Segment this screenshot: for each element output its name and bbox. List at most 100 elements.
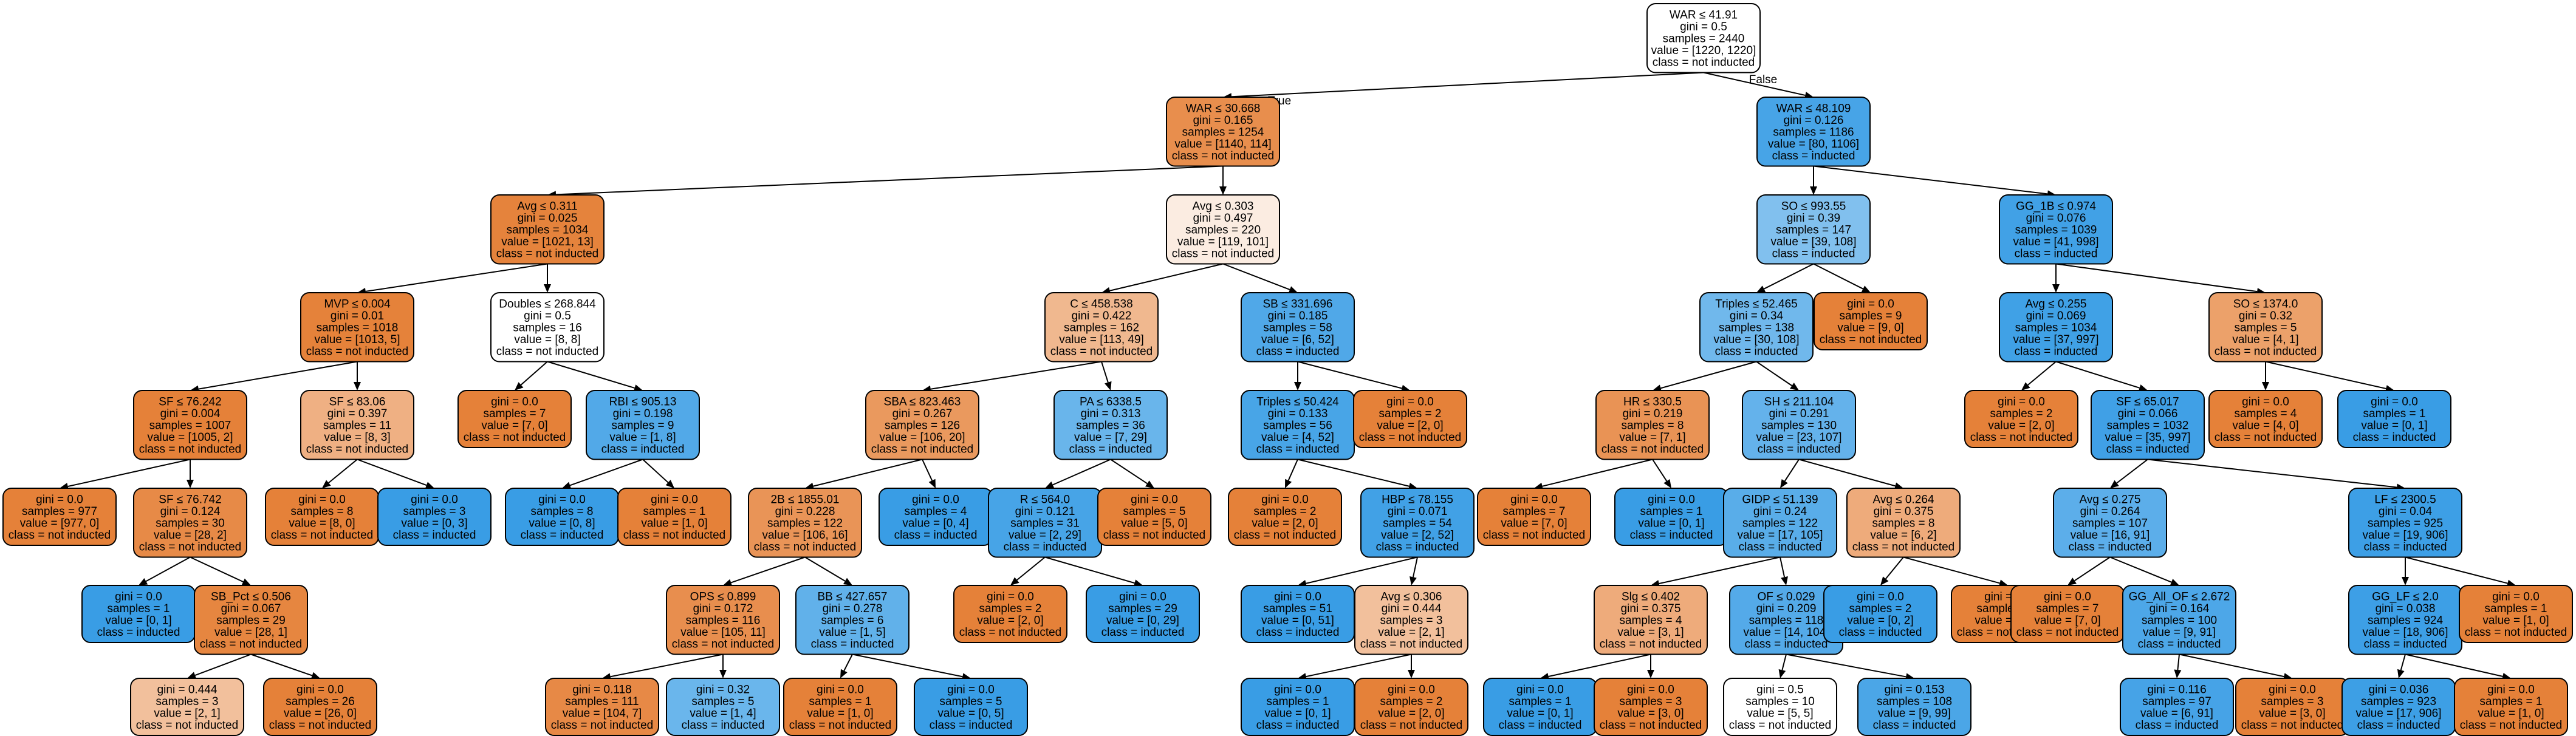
node-text-line: samples = 8 <box>1872 517 1935 530</box>
edge-arrowhead <box>1647 670 1654 678</box>
edge-arrowhead <box>2067 578 2077 585</box>
node-text-line: samples = 138 <box>1719 322 1794 335</box>
tree-edge-n36-n38 <box>1297 458 1417 490</box>
node-box <box>1999 194 2113 265</box>
node-text-line: class = not inducted <box>1360 719 1462 732</box>
tree-edge-n46-n50 <box>1756 361 1799 390</box>
node-text-line: value = [7, 29] <box>1074 431 1147 444</box>
node-text-line: value = [1, 0] <box>2478 707 2544 720</box>
edge-line <box>1109 263 1224 291</box>
node-text-line: gini = 0.0 <box>1998 396 2045 409</box>
node-text-line: value = [105, 11] <box>680 626 766 639</box>
node-text-line: class = not inducted <box>672 638 774 651</box>
node-text-line: C ≤ 458.538 <box>1070 298 1132 311</box>
node-text-line: samples = 2 <box>1380 695 1443 708</box>
edge-arrowhead <box>2397 669 2405 678</box>
tree-edge-n0-n1 <box>1223 72 1704 101</box>
node-text-line: RBI ≤ 905.13 <box>609 396 677 409</box>
node-text-line: samples = 1007 <box>149 420 231 432</box>
node-text-line: class = not inducted <box>1103 529 1205 542</box>
node-text-line: samples = 7 <box>484 407 546 420</box>
edge-arrowhead <box>2170 579 2179 586</box>
node-text-line: value = [0, 29] <box>1106 615 1179 627</box>
node-box <box>1756 97 1871 167</box>
edge-arrowhead <box>928 479 936 488</box>
tree-edge-n35-n36 <box>1294 361 1301 390</box>
node-text-line: gini = 0.39 <box>1787 212 1840 225</box>
node-text-line: gini = 0.32 <box>696 684 750 697</box>
edge-arrowhead <box>2138 384 2148 392</box>
node-text-line: value = [2, 1] <box>154 707 220 720</box>
node-text-line: value = [8, 3] <box>324 431 390 444</box>
node-text-line: gini = 0.0 <box>1847 298 1894 311</box>
node-text-line: R ≤ 564.0 <box>1020 494 1070 506</box>
node-text-line: value = [2, 0] <box>1252 517 1318 530</box>
node-text-line: class = not inducted <box>2215 431 2317 444</box>
node-text-line: value = [0, 3] <box>401 517 467 530</box>
node-text-line: samples = 2 <box>1379 407 1442 420</box>
node-box <box>263 678 377 736</box>
node-text-line: gini = 0.0 <box>2487 684 2535 697</box>
node-box <box>1846 488 1961 558</box>
edge-arrowhead <box>2052 284 2060 293</box>
node-text-line: gini = 0.267 <box>892 407 953 420</box>
node-text-line: value = [3, 1] <box>1617 626 1684 639</box>
node-text-line: SF ≤ 76.242 <box>159 396 221 409</box>
node-text-line: Avg ≤ 0.306 <box>1381 591 1442 604</box>
node-text-line: Doubles ≤ 268.844 <box>499 298 596 311</box>
edge-line <box>1784 458 1800 482</box>
tree-edge-n20-n21 <box>922 361 1102 393</box>
node-text-line: class = inducted <box>2015 346 2098 358</box>
node-text-line: samples = 3 <box>1380 615 1443 627</box>
tree-edge-n23-n25 <box>719 654 727 678</box>
edge-arrowhead <box>1010 577 1019 585</box>
node-box <box>1353 390 1467 448</box>
node-text-line: class = inducted <box>97 626 180 639</box>
node-text-line: WAR ≤ 41.91 <box>1670 9 1738 22</box>
node-text-line: class = inducted <box>930 719 1013 732</box>
node-text-line: PA ≤ 6338.5 <box>1080 396 1142 409</box>
node-text-line: SO ≤ 993.55 <box>1781 200 1846 213</box>
node-text-line: value = [1220, 1220] <box>1651 44 1756 57</box>
edge-line <box>1052 458 1111 486</box>
node-text-line: value = [19, 906] <box>2362 529 2448 542</box>
edge-arrowhead <box>322 480 331 488</box>
edge-line <box>1548 653 1651 678</box>
node-box <box>545 678 659 736</box>
node-text-line: class = inducted <box>682 719 765 732</box>
tree-edge-n45-n46 <box>1756 263 1814 293</box>
node-box <box>783 678 897 736</box>
tree-edge-n26-n28 <box>852 653 971 681</box>
node-text-line: class = inducted <box>1256 626 1340 639</box>
node-text-line: class = not inducted <box>2016 626 2119 639</box>
node-box <box>2208 390 2323 448</box>
edge-arrowhead <box>1105 381 1112 390</box>
node-text-line: value = [0, 51] <box>1261 615 1334 627</box>
node-text-line: gini = 0.422 <box>1072 310 1132 322</box>
node-text-line: gini = 0.126 <box>1784 114 1844 127</box>
node-text-line: class = not inducted <box>269 719 371 732</box>
node-text-line: value = [0, 1] <box>105 615 171 627</box>
tree-edge-n8-n9 <box>187 653 252 679</box>
node-box <box>1723 488 1837 558</box>
node-text-line: Triples ≤ 52.465 <box>1715 298 1797 311</box>
node-text-line: gini = 0.036 <box>2369 684 2429 697</box>
node-text-line: samples = 10 <box>1745 695 1815 708</box>
tree-edge-n51-n52 <box>1651 556 1781 587</box>
edge-line <box>1756 361 1792 386</box>
tree-edge-n50-n51 <box>1780 458 1800 488</box>
tree-edge-n58-n60 <box>1903 556 2008 587</box>
node-text-line: value = [1005, 2] <box>147 431 233 444</box>
node-text-line: value = [9, 0] <box>1837 322 1903 335</box>
node-text-line: class = not inducted <box>139 541 241 554</box>
node-text-line: gini = 0.165 <box>1193 114 1253 127</box>
node-box <box>2208 292 2323 363</box>
node-text-line: gini = 0.038 <box>2376 602 2436 615</box>
